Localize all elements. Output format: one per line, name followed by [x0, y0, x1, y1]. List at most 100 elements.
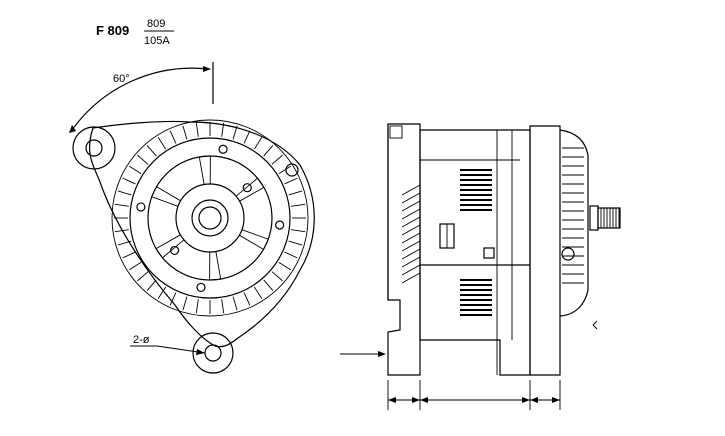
model-number: F 809: [96, 23, 129, 38]
cooling-fins: [114, 122, 306, 314]
hub-outer: [175, 183, 245, 253]
rear-corner: [389, 125, 403, 139]
spoke: [155, 234, 185, 259]
upper-mount-hole: [85, 139, 103, 157]
angle-arrow-left: [69, 125, 76, 133]
right-tick: [592, 320, 598, 330]
bolt-hole: [242, 183, 252, 193]
lower-mount-hole: [204, 344, 222, 362]
dim-arrow-f: [552, 397, 560, 403]
fin: [182, 125, 188, 140]
bolt-hole: [275, 220, 285, 230]
fin: [169, 130, 177, 144]
fin: [117, 190, 132, 196]
fin: [278, 165, 292, 175]
fin: [122, 177, 136, 185]
fin-ring-inner: [129, 137, 291, 299]
spoke: [209, 251, 222, 281]
model-code: 809: [147, 18, 165, 30]
angle-arc: [71, 67, 209, 131]
fin: [288, 240, 303, 246]
rear-fin: [401, 216, 421, 228]
rear-fin: [401, 256, 421, 268]
shaft-bore: [198, 206, 222, 230]
terminal-lug: [285, 163, 299, 177]
front-view: 60° 2-ø: [69, 62, 315, 374]
fin: [128, 165, 142, 175]
dim-arrow-c: [420, 397, 428, 403]
spoke: [151, 186, 181, 207]
angle-arrow-top: [203, 66, 211, 72]
rear-fin: [401, 224, 421, 236]
fin: [284, 251, 298, 259]
front-bracket-cap: [559, 129, 589, 317]
fin: [169, 292, 177, 306]
upper-mount-lug: [72, 126, 116, 170]
fin: [195, 122, 199, 137]
fin: [157, 286, 167, 300]
vent-slots-lower: [460, 279, 492, 316]
spoke: [239, 229, 269, 250]
hole-label: 2-ø: [133, 334, 150, 346]
side-view: [340, 123, 621, 410]
connector-small: [483, 247, 495, 259]
fin-ring-outer: [111, 119, 309, 317]
bolt-hole: [218, 144, 228, 154]
fin: [284, 177, 298, 185]
rear-fin: [401, 240, 421, 252]
fin: [263, 145, 274, 157]
rear-fin: [401, 264, 421, 276]
fin: [137, 271, 149, 282]
front-lug: [561, 247, 575, 261]
fin: [253, 286, 263, 300]
rear-fin: [401, 184, 421, 196]
dim-arrow-b: [412, 397, 420, 403]
front-fins: [562, 147, 584, 284]
fin: [253, 136, 263, 150]
fin: [195, 299, 199, 314]
fin: [122, 251, 136, 259]
datum-arrow: [378, 351, 386, 357]
spokes: [151, 155, 269, 281]
fin: [232, 125, 238, 140]
thread-lines: [600, 208, 620, 228]
housing-outline: [88, 120, 315, 348]
fin: [291, 229, 306, 233]
bolt-hole: [136, 202, 146, 212]
shaft-thread: [597, 207, 621, 229]
bolt-hole: [196, 282, 206, 293]
fin: [271, 154, 283, 165]
vent-slots-upper: [460, 169, 492, 211]
stator-body: [419, 129, 531, 376]
hub-middle: [191, 199, 229, 237]
lower-mount-lug: [192, 332, 234, 374]
fin: [288, 190, 303, 196]
rear-fin: [401, 248, 421, 260]
fin: [114, 229, 129, 233]
fin: [263, 279, 274, 291]
shaft-collar: [589, 205, 599, 231]
front-bracket: [529, 125, 561, 376]
fin: [221, 299, 225, 314]
current-rating: 105A: [144, 35, 170, 47]
fin: [221, 122, 225, 137]
fin: [137, 154, 149, 165]
fin: [128, 261, 142, 271]
bolt-hole: [170, 245, 180, 256]
fin: [271, 271, 283, 282]
rear-fin: [401, 200, 421, 212]
rear-fin: [401, 208, 421, 220]
fin: [146, 145, 157, 157]
spoke: [235, 177, 265, 202]
rear-fin: [401, 192, 421, 204]
rear-fin: [401, 232, 421, 244]
fin: [146, 279, 157, 291]
fin: [243, 292, 251, 306]
bolt-holes: [136, 144, 285, 293]
fin: [243, 130, 251, 144]
fin: [117, 240, 132, 246]
fin: [232, 296, 238, 311]
dim-arrow-e: [530, 397, 538, 403]
fin: [157, 136, 167, 150]
dim-arrow-d: [522, 397, 530, 403]
